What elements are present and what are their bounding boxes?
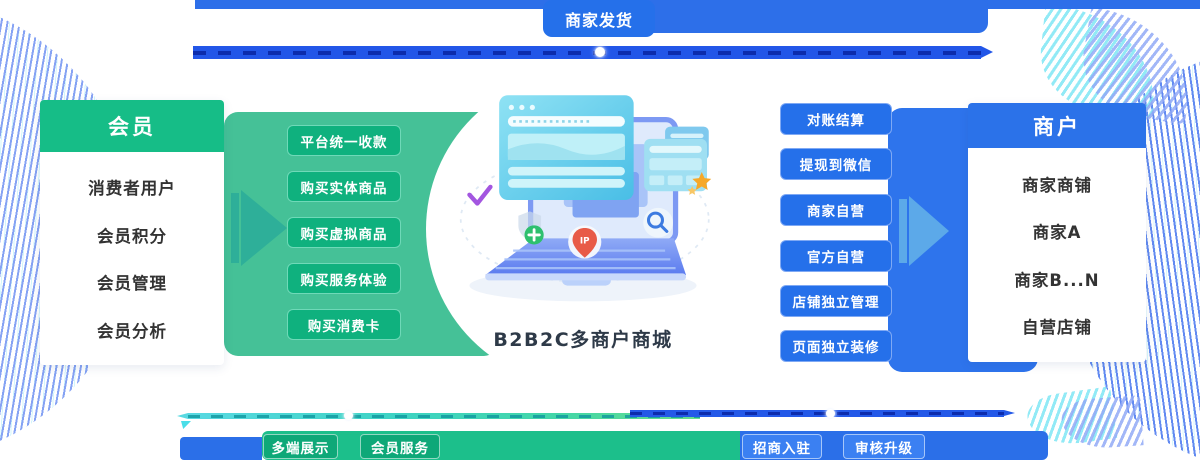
bottom-blue-flow-line [630,410,1015,417]
bottom-blue-bar-left [180,437,262,460]
right-arrow-icon [899,199,907,263]
merchant-panel: 商户 商家商铺 商家A 商家B...N 自营店铺 [968,103,1146,362]
top-right-feather-decoration [1034,4,1164,118]
merchant-item-merchant-a: 商家A [1032,223,1082,243]
flow-button-withdraw-to-wechat[interactable]: 提现到微信 [780,148,892,180]
member-item-points: 会员积分 [97,226,167,246]
member-panel-title: 会员 [40,100,224,152]
right-arrow-icon [231,193,239,263]
check-icon [467,184,493,206]
merchant-item-merchant-stores: 商家商铺 [1022,175,1092,195]
bottom-button-merchant-onboarding[interactable]: 招商入驻 [742,434,822,459]
flow-button-service-experience[interactable]: 购买服务体验 [287,263,401,294]
flow-button-reconciliation-settlement[interactable]: 对账结算 [780,103,892,135]
flow-dot [344,411,353,420]
flow-dot [826,409,835,418]
browser-window-small [644,126,709,192]
right-arrow-icon [909,196,949,266]
flow-button-official-self-operated[interactable]: 官方自营 [780,240,892,272]
member-item-consumer-users: 消费者用户 [88,179,176,199]
bottom-right-feather-decoration [1060,395,1144,451]
center-illustration-circle: IP B2B2C多商户商城 [426,72,740,386]
bottom-teal-flow-line [177,413,700,419]
plus-shield-icon [518,211,544,245]
flow-button-independent-page-decoration[interactable]: 页面独立装修 [780,330,892,362]
top-thick-bar [652,0,988,33]
browser-window-large [499,95,634,200]
bottom-button-review-upgrade[interactable]: 审核升级 [843,434,925,459]
flow-button-physical-goods[interactable]: 购买实体商品 [287,171,401,202]
cyan-triangle-decoration [181,421,191,429]
bottom-button-member-services[interactable]: 会员服务 [360,434,440,459]
merchant-item-self-operated-store: 自营店铺 [1022,318,1092,338]
merchant-panel-title: 商户 [968,103,1146,148]
star-icon [687,172,712,195]
member-panel: 会员 消费者用户 会员积分 会员管理 会员分析 [40,100,224,365]
flow-button-independent-store-management[interactable]: 店铺独立管理 [780,285,892,317]
top-dashed-flow-line [193,46,993,59]
center-caption: B2B2C多商户商城 [493,329,673,351]
ip-location-pin-icon: IP [568,225,602,259]
svg-text:IP: IP [580,237,590,247]
member-item-analysis: 会员分析 [97,321,167,341]
merchant-panel-body: 商家商铺 商家A 商家B...N 自营店铺 [968,148,1146,362]
member-item-management: 会员管理 [97,274,167,294]
member-panel-body: 消费者用户 会员积分 会员管理 会员分析 [40,152,224,365]
flow-dot [595,47,605,57]
flow-button-consumption-card[interactable]: 购买消费卡 [287,309,401,340]
merchant-shipping-button[interactable]: 商家发货 [543,0,655,37]
flow-button-unified-payment[interactable]: 平台统一收款 [287,125,401,156]
right-arrow-icon [241,190,287,266]
bottom-green-bar [262,431,740,460]
flow-button-virtual-goods[interactable]: 购买虚拟商品 [287,217,401,248]
flow-button-merchant-self-operated[interactable]: 商家自营 [780,194,892,226]
laptop-illustration: IP [459,95,712,302]
bottom-button-multi-terminal-display[interactable]: 多端展示 [263,434,338,459]
merchant-item-merchant-b-n: 商家B...N [1014,270,1100,290]
search-icon [643,207,673,238]
